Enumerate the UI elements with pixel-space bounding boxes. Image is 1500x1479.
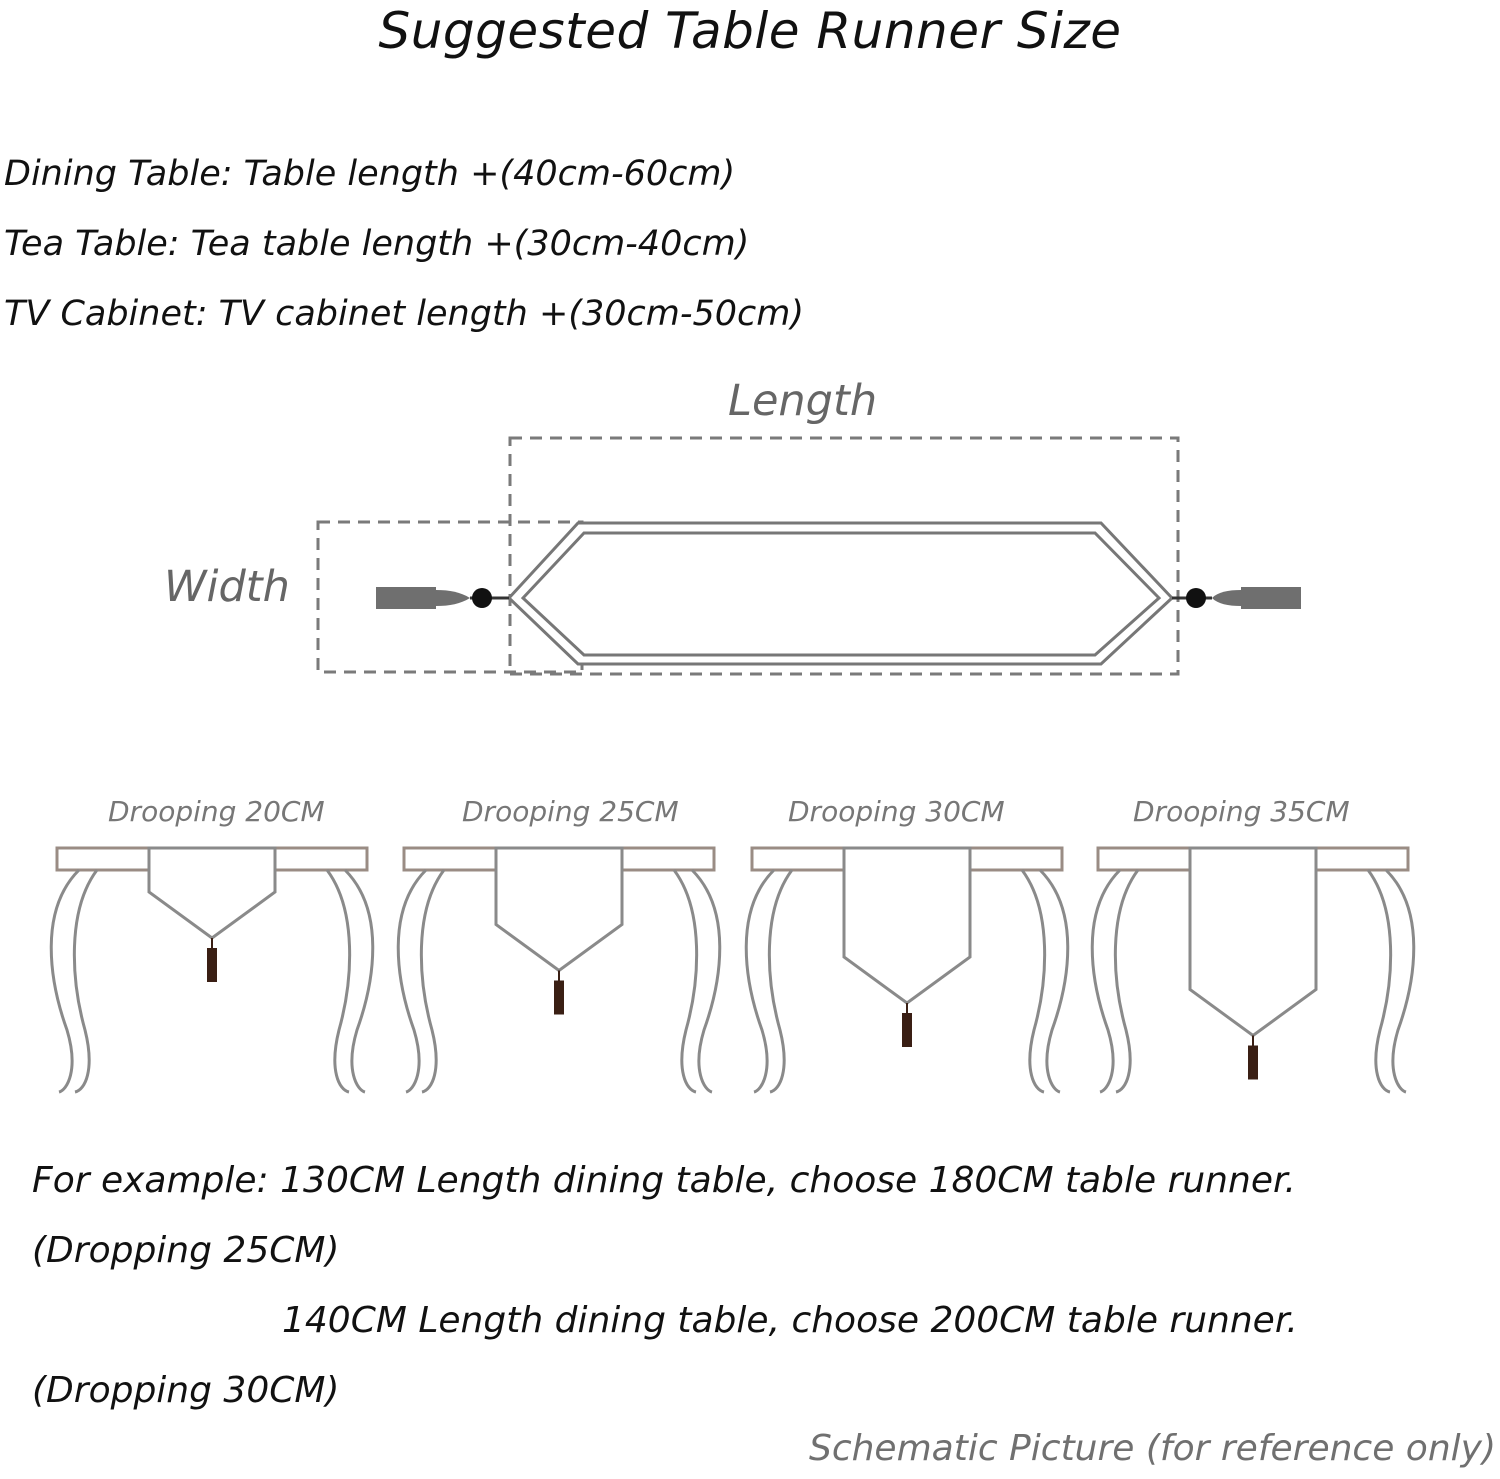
runner-drop <box>842 846 972 1005</box>
runner-drop <box>1188 846 1318 1038</box>
table-leg <box>343 868 375 1094</box>
table-leg <box>419 869 446 1094</box>
tassel-icon <box>1248 1045 1258 1080</box>
drooping-label: Drooping 25CM <box>462 795 679 828</box>
table-leg <box>672 869 699 1094</box>
left-tassel-icon <box>376 587 509 609</box>
table-leg <box>1366 869 1393 1094</box>
tassel-icon <box>207 948 217 982</box>
rule-dining-table: Dining Table: Table length +(40cm-60cm) <box>4 154 736 194</box>
table-leg <box>325 869 352 1094</box>
drooping-label: Drooping 30CM <box>788 795 1005 828</box>
width-label: Width <box>164 562 290 612</box>
runner-inner-outline <box>520 531 1162 657</box>
table-leg <box>1090 868 1122 1094</box>
table-leg <box>49 868 81 1094</box>
example-line-3: 140CM Length dining table, choose 200CM … <box>282 1300 1298 1341</box>
table-leg <box>396 868 428 1094</box>
runner-drop <box>494 846 624 973</box>
table-leg <box>1020 869 1047 1094</box>
drooping-label: Drooping 35CM <box>1133 795 1350 828</box>
length-label: Length <box>728 376 878 426</box>
reference-note: Schematic Picture (for reference only) <box>808 1428 1496 1469</box>
tassel-icon <box>902 1013 912 1047</box>
tassel-icon <box>554 980 564 1015</box>
runner-outer-outline <box>506 521 1175 666</box>
table-leg <box>744 868 776 1094</box>
drooping-tables <box>49 846 1416 1094</box>
table-leg <box>690 868 722 1094</box>
length-dashed-box <box>508 436 1180 676</box>
table-leg <box>767 869 794 1094</box>
table-leg <box>1113 869 1140 1094</box>
runner-drop <box>147 846 277 940</box>
page-title: Suggested Table Runner Size <box>378 2 1122 60</box>
table-leg <box>72 869 99 1094</box>
width-dashed-box <box>316 520 584 674</box>
table-leg <box>1384 868 1416 1094</box>
right-tassel-icon <box>1172 587 1301 609</box>
table-leg <box>1038 868 1070 1094</box>
drooping-label: Drooping 20CM <box>108 795 325 828</box>
example-line-2: (Dropping 25CM) <box>32 1230 340 1271</box>
rule-tea-table: Tea Table: Tea table length +(30cm-40cm) <box>4 224 750 264</box>
example-line-4: (Dropping 30CM) <box>32 1370 340 1411</box>
rule-tv-cabinet: TV Cabinet: TV cabinet length +(30cm-50c… <box>4 294 804 334</box>
example-line-1: For example: 130CM Length dining table, … <box>32 1160 1296 1201</box>
